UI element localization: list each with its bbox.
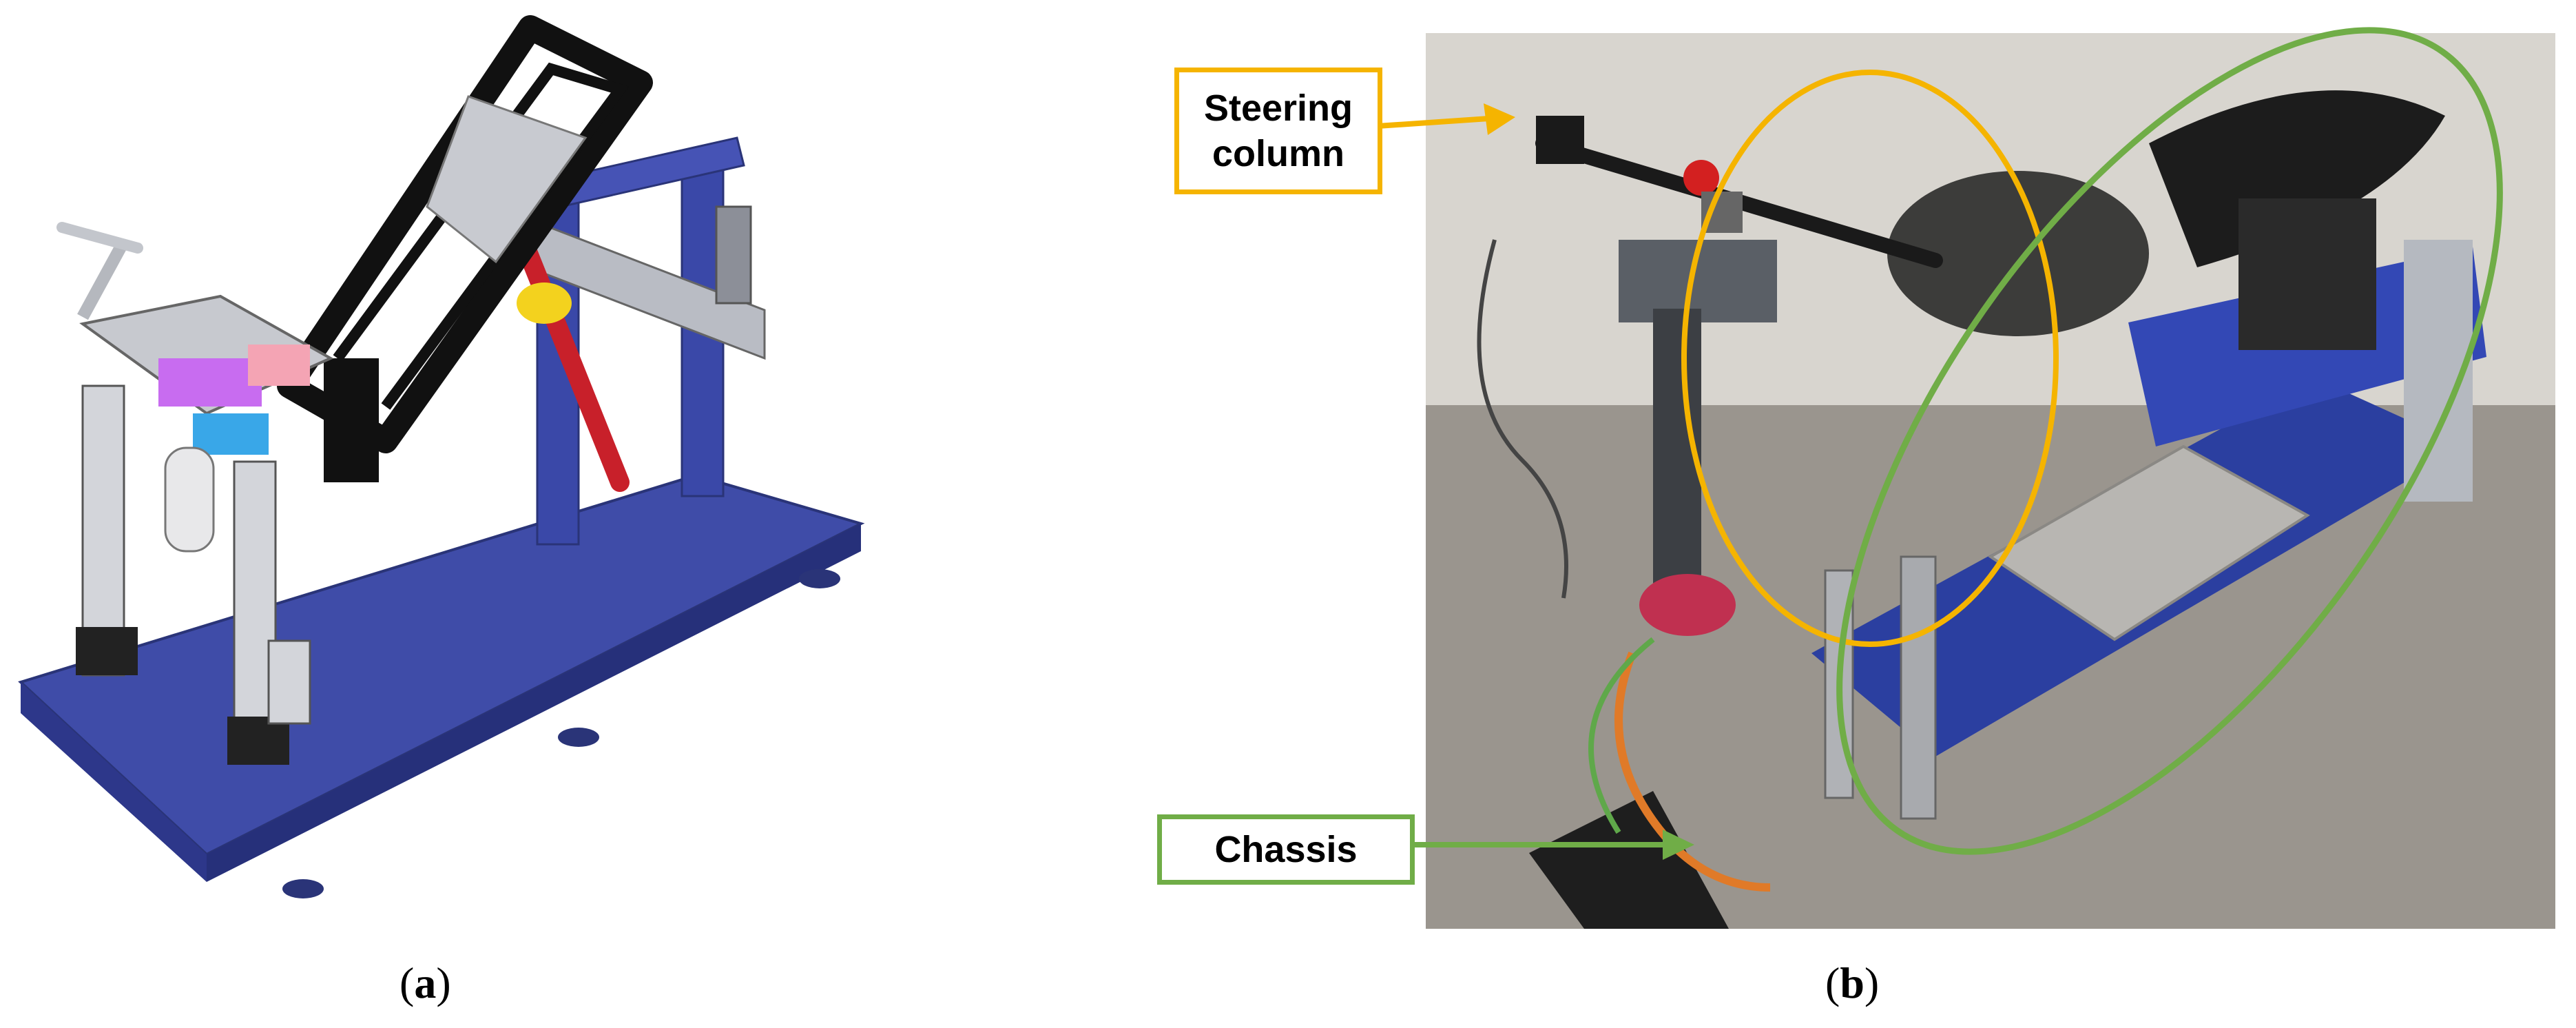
fuel-tank [1887, 171, 2149, 336]
black-frame [277, 15, 653, 453]
foot [558, 728, 599, 747]
chassis-label: Chassis [1157, 814, 1415, 885]
caption-b: (b) [1825, 958, 1880, 1007]
foot [799, 569, 840, 588]
emergency-stop [1683, 160, 1719, 196]
floor-mat [1529, 791, 1729, 929]
leg-foot-right [227, 717, 289, 765]
cad-model-drawing [18, 15, 865, 898]
actuator-motor [715, 205, 752, 305]
red-coupling [1639, 574, 1736, 636]
base-plate-front-edge [21, 682, 207, 882]
steering-arrow-line [1377, 116, 1490, 129]
bench-photo [1426, 33, 2555, 929]
checker-plate [1988, 444, 2310, 641]
cyan-part [193, 413, 269, 455]
actuator-column [1900, 555, 1937, 820]
rear-frame [2239, 198, 2376, 350]
shock-absorber [164, 446, 215, 553]
photo-illustration [1426, 33, 2555, 929]
pink-part [248, 345, 310, 386]
leg-foot-left [76, 627, 138, 675]
annotation-overlay [1377, 27, 2503, 860]
brake-cable [1477, 239, 1568, 599]
green-cable [1588, 637, 1655, 834]
switch-housing [1536, 116, 1584, 164]
rear-actuator [267, 639, 311, 725]
steering-label-line1: Steering [1203, 88, 1353, 129]
magenta-part [158, 358, 262, 407]
chassis-arrow-head [1663, 830, 1694, 860]
caption-a: (a) [399, 958, 451, 1007]
handlebar-grip [56, 222, 143, 254]
frame-plate [426, 95, 588, 264]
handlebar [77, 238, 129, 320]
seat [2149, 90, 2445, 267]
base-plate [18, 473, 865, 856]
photo-panel: (b) [1143, 0, 2576, 1007]
cad-rendering-panel: (a) [0, 0, 889, 1007]
steering-column-label: Steering column [1174, 68, 1382, 194]
steering-column-highlight [1681, 70, 2059, 647]
steering-label-line2: column [1212, 133, 1344, 174]
base-plate-side-edge [207, 524, 861, 882]
black-frame-mount [324, 358, 379, 482]
orange-cable [1614, 651, 1771, 892]
yellow-clamp [517, 282, 572, 324]
chassis-highlight [1836, 27, 2503, 855]
foot [282, 879, 324, 898]
steering-arrow-head [1484, 103, 1515, 135]
